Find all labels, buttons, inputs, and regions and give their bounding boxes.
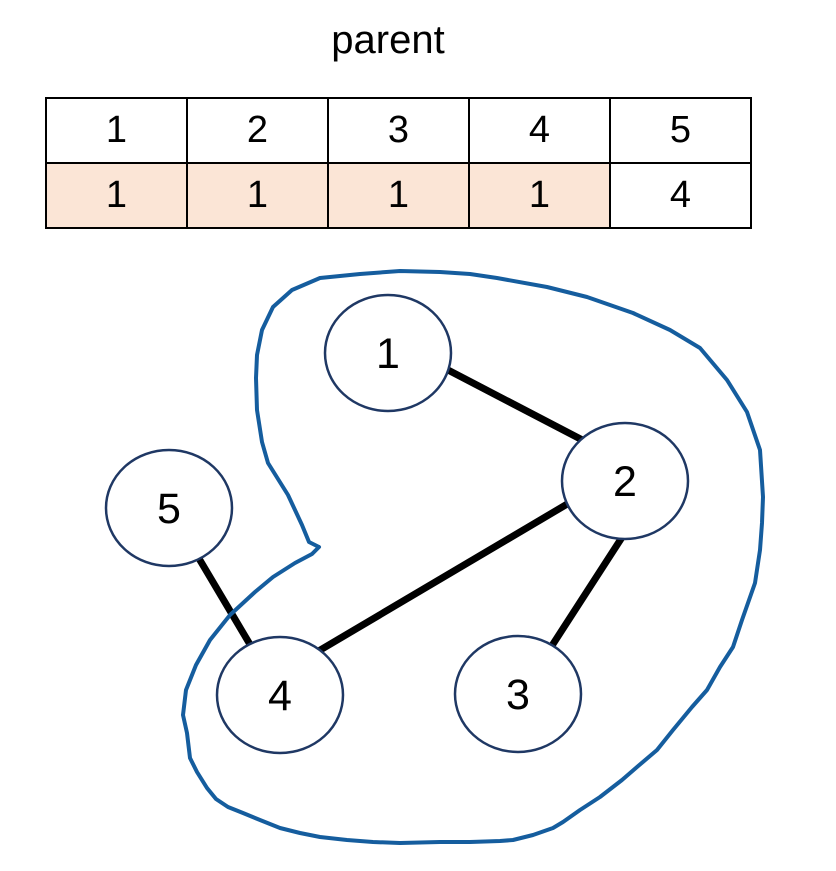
value-cell-1: 1	[45, 162, 188, 229]
parent-table: 1 2 3 4 5 1 1 1 1 4	[45, 97, 752, 229]
node-1-label: 1	[376, 330, 400, 378]
node-4: 4	[215, 635, 345, 755]
node-3: 3	[453, 634, 583, 754]
value-cell-5: 4	[609, 162, 752, 229]
node-5-label: 5	[157, 485, 181, 533]
lasso-outline	[181, 269, 765, 845]
table-value-row: 1 1 1 1 4	[45, 162, 752, 229]
header-cell-4: 4	[468, 97, 611, 164]
node-4-label: 4	[268, 672, 292, 720]
header-cell-5: 5	[609, 97, 752, 164]
node-5-circle	[104, 448, 234, 568]
header-cell-1: 1	[45, 97, 188, 164]
node-1-circle	[323, 293, 453, 413]
node-4-circle	[215, 635, 345, 755]
node-2: 2	[560, 421, 690, 541]
node-3-label: 3	[506, 671, 530, 719]
value-cell-3: 1	[327, 162, 470, 229]
header-cell-2: 2	[186, 97, 329, 164]
value-cell-4: 1	[468, 162, 611, 229]
node-2-circle	[560, 421, 690, 541]
node-1: 1	[323, 293, 453, 413]
node-3-circle	[453, 634, 583, 754]
table-header-row: 1 2 3 4 5	[45, 97, 752, 164]
node-2-label: 2	[613, 458, 637, 506]
page-title: parent	[331, 18, 445, 62]
header-cell-3: 3	[327, 97, 470, 164]
value-cell-2: 1	[186, 162, 329, 229]
node-5: 5	[104, 448, 234, 568]
